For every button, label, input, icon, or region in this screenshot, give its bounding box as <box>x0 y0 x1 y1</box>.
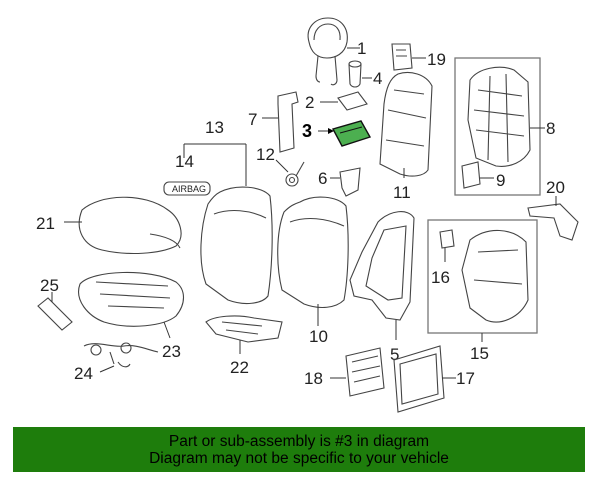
leader-line <box>183 143 247 186</box>
callout-6: 6 <box>318 169 327 188</box>
trim-25-part[interactable] <box>37 297 73 331</box>
callout-1: 1 <box>357 39 366 58</box>
callout-22: 22 <box>230 358 249 377</box>
pad-2-part[interactable] <box>337 91 368 111</box>
info-banner: Part or sub-assembly is #3 in diagram Di… <box>13 427 585 472</box>
callout-18: 18 <box>304 369 323 388</box>
callout-3: 3 <box>302 121 312 141</box>
callout-14: 14 <box>175 152 194 171</box>
backrest-foam-part[interactable] <box>277 196 349 309</box>
mat-22-part[interactable] <box>205 315 283 343</box>
subassembly-box-8 <box>454 57 541 196</box>
callout-21: 21 <box>36 214 55 233</box>
callout-19: 19 <box>427 50 446 69</box>
callout-7: 7 <box>248 110 257 129</box>
clip-16-part[interactable] <box>439 229 455 249</box>
banner-line-1: Part or sub-assembly is #3 in diagram <box>168 432 430 450</box>
callout-25: 25 <box>40 276 59 295</box>
callout-10: 10 <box>309 327 328 346</box>
harness-24-part[interactable] <box>83 342 159 368</box>
callout-16: 16 <box>431 268 450 287</box>
cushion-cover-part[interactable] <box>78 196 182 254</box>
callout-23: 23 <box>162 342 181 361</box>
leader-line <box>163 321 171 339</box>
callout-12: 12 <box>256 145 275 164</box>
seat-frame-part[interactable] <box>349 211 415 321</box>
arrow-head <box>328 128 334 134</box>
highlighted-part-3[interactable] <box>331 120 372 147</box>
callout-4: 4 <box>373 69 382 88</box>
panel-18-part[interactable] <box>345 347 385 397</box>
cushion-foam-part[interactable] <box>78 271 185 327</box>
callout-17: 17 <box>456 369 475 388</box>
backrest-frame-8-part[interactable] <box>467 66 531 167</box>
cover-19-part[interactable] <box>391 43 413 71</box>
airbag-label-box <box>163 181 211 196</box>
callout-13: 13 <box>205 118 224 137</box>
callout-20: 20 <box>546 178 565 197</box>
leader-line <box>275 159 289 173</box>
callout-2: 2 <box>305 93 314 112</box>
callout-8: 8 <box>546 119 555 138</box>
backrest-cover-part[interactable] <box>200 186 273 305</box>
callout-11: 11 <box>393 183 411 202</box>
panel-17-part[interactable] <box>393 345 445 413</box>
shell-15-part[interactable] <box>461 229 529 323</box>
module-9-part[interactable] <box>461 161 481 189</box>
headrest-part[interactable] <box>307 17 348 86</box>
bracket-7-part[interactable] <box>277 91 299 153</box>
callout-5: 5 <box>390 345 399 364</box>
callout-15: 15 <box>470 344 489 363</box>
backrest-panel-part[interactable] <box>379 71 433 177</box>
trim-6-part[interactable] <box>339 167 361 197</box>
leader-line <box>99 365 115 373</box>
callout-9: 9 <box>496 171 505 190</box>
banner-line-2: Diagram may not be specific to your vehi… <box>149 449 449 467</box>
trim-20-part[interactable] <box>527 203 579 241</box>
callout-24: 24 <box>74 364 93 383</box>
airbag-label: AIRBAG <box>172 184 206 194</box>
fastener-12-part[interactable] <box>285 161 305 187</box>
guide-part[interactable] <box>348 60 362 88</box>
